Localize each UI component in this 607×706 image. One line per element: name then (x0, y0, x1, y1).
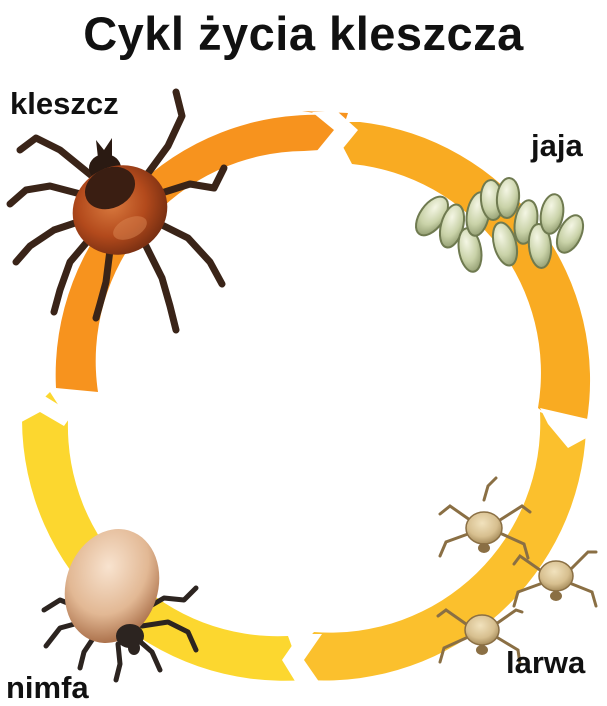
stage-label-nymph: nimfa (6, 670, 89, 706)
egg-cluster-illustration (410, 177, 589, 273)
stage-label-adult: kleszcz (10, 86, 119, 122)
stage-label-eggs: jaja (531, 128, 583, 164)
arrow-nymph-to-adult (22, 392, 304, 681)
arrow-larva-to-nymph (286, 412, 586, 681)
stage-label-larva: larwa (506, 645, 585, 681)
adult-tick-illustration (10, 92, 224, 330)
arrow-eggs-to-larva (330, 122, 590, 430)
